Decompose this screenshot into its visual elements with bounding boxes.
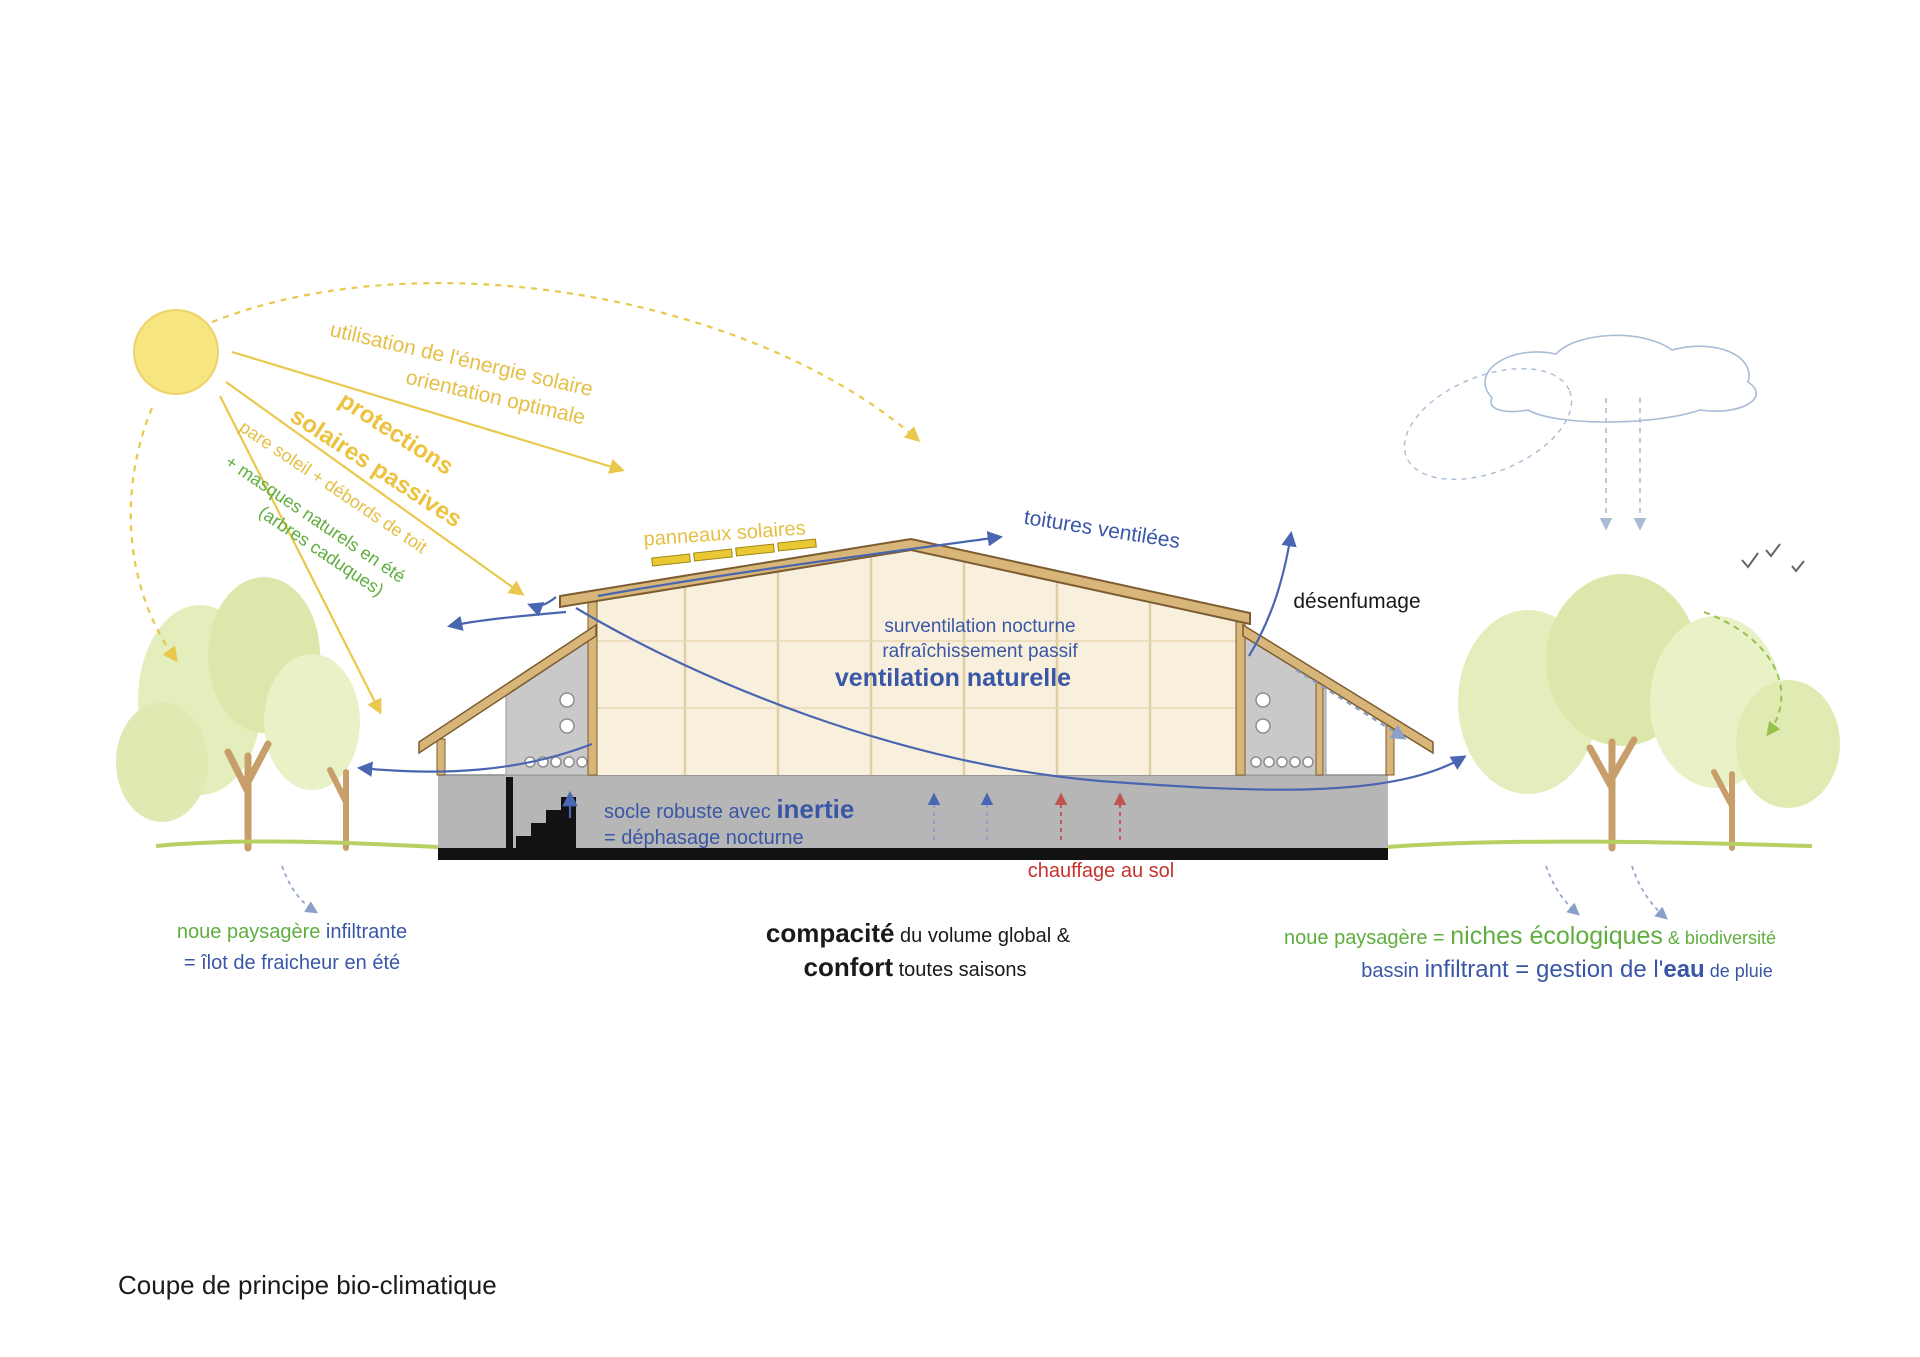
- interior-wall: [506, 777, 513, 848]
- solar-panels-icon: [651, 538, 817, 567]
- infiltration-arrows: [281, 865, 1668, 920]
- tree-trunk: [327, 767, 349, 851]
- roof-ventilation-arrow: [597, 531, 1004, 598]
- cloud-icon: [1403, 334, 1757, 531]
- label-chauffage-au-sol: chauffage au sol: [1028, 860, 1174, 882]
- solar-ray-arrow: [219, 395, 382, 715]
- right-wing-roof: [1242, 623, 1434, 755]
- label-bassin-infiltrant: bassin infiltrant = gestion de l'eau de …: [1361, 956, 1773, 983]
- clerestory-outlet-arrow: [446, 610, 567, 631]
- socle-arrows: [562, 790, 1127, 840]
- cross-ventilation-arrow: [575, 607, 1467, 791]
- building-section: [418, 537, 1434, 860]
- vent-openings: [524, 692, 1314, 768]
- label-niches-ecologiques: noue paysagère = niches écologiques & bi…: [1284, 922, 1776, 950]
- birds-icon: [1741, 543, 1805, 573]
- stairs: [516, 797, 576, 848]
- trees-right: [1458, 574, 1840, 852]
- solar-arrows: [129, 282, 921, 715]
- label-toitures-ventilees: toitures ventilées: [1022, 506, 1181, 553]
- wing-roof-dashed-arrow: [1295, 669, 1407, 740]
- ground-line: [155, 839, 1813, 849]
- green-wind-arrow: [1703, 611, 1783, 737]
- sun-icon: [133, 309, 219, 395]
- timber-frame-grid: [592, 557, 1240, 775]
- diagram-caption: Coupe de principe bio-climatique: [118, 1270, 497, 1300]
- label-ventilation-naturelle: ventilation naturelle: [835, 664, 1071, 692]
- solar-arc-arrow: [211, 282, 921, 443]
- label-noue-left: noue paysagère infiltrante: [177, 921, 407, 943]
- foundation-slab: [438, 848, 1388, 860]
- trees-left: [116, 577, 360, 852]
- solar-dashed-arrow: [129, 407, 178, 663]
- hall-interior: [592, 550, 1240, 775]
- socle-base: [438, 775, 1388, 848]
- label-socle-inertie: socle robuste avec inertie: [604, 794, 854, 824]
- solar-ray-arrow: [231, 350, 625, 474]
- tree-trunk: [224, 740, 272, 852]
- smoke-extraction-arrow: [1248, 530, 1297, 657]
- label-surventilation: surventilation nocturne: [884, 616, 1075, 637]
- wind-loop: [1403, 367, 1573, 481]
- main-roof: [559, 537, 1251, 626]
- label-compacite: compacité du volume global &: [766, 918, 1071, 948]
- left-wing-roof: [418, 623, 597, 755]
- eave-outlet-arrow: [527, 596, 557, 617]
- label-confort: confort toutes saisons: [804, 952, 1027, 982]
- low-air-outlet-arrow: [356, 742, 593, 777]
- label-rafraichissement: rafraîchissement passif: [882, 641, 1078, 662]
- tree-trunk: [1711, 769, 1735, 851]
- solar-ray-arrow: [225, 381, 525, 596]
- ventilation-flow-arrows: [356, 530, 1467, 791]
- label-desenfumage: désenfumage: [1293, 590, 1420, 613]
- label-dephasage: = déphasage nocturne: [604, 827, 804, 849]
- tree-trunk: [1586, 736, 1638, 852]
- label-ilot-fraicheur: = îlot de fraicheur en été: [184, 952, 400, 974]
